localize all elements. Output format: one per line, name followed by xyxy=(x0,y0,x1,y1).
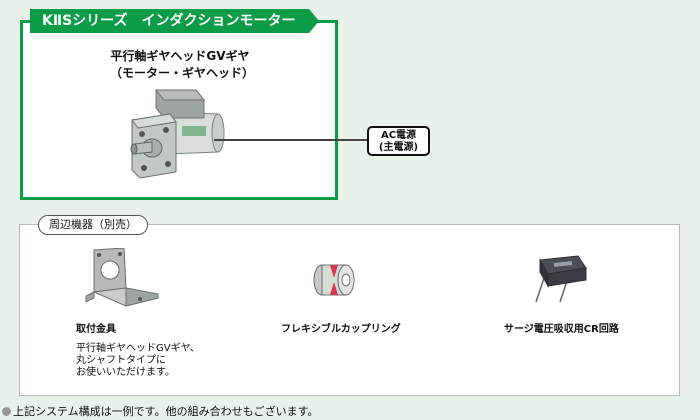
footnote: 上記システム構成は一例です。他の組み合わせもございます。 xyxy=(2,403,318,419)
bracket-note-line: 丸シャフトタイプに xyxy=(76,355,166,366)
gearmotor-image xyxy=(130,89,225,179)
flexible-coupling-title: フレキシブルカップリング xyxy=(281,324,401,335)
peripheral-label: 周辺機器（別売） xyxy=(38,215,148,235)
cr-circuit-icon xyxy=(535,255,587,303)
mounting-bracket-title: 取付金具 xyxy=(76,324,116,335)
cr-circuit-title: サージ電圧吸収用CR回路 xyxy=(504,324,619,335)
bracket-note-line: お使いいただけます。 xyxy=(76,367,175,378)
bracket-note-line: 平行軸ギヤヘッドGVギヤ、 xyxy=(76,343,200,354)
ac-power-box: AC電源 (主電源) xyxy=(367,126,430,156)
ac-power-label: AC電源 xyxy=(380,130,417,141)
power-connection-line xyxy=(214,139,368,141)
peripheral-box xyxy=(19,224,680,396)
mounting-bracket-note: 平行軸ギヤヘッドGVギヤ、 丸シャフトタイプに お使いいただけます。 xyxy=(76,343,236,379)
gearmotor-title-line1: 平行軸ギヤヘッドGVギヤ xyxy=(110,49,250,63)
bullet-icon xyxy=(2,407,11,416)
gearmotor-title: 平行軸ギヤヘッドGVギヤ （モーター・ギヤヘッド） xyxy=(110,48,255,82)
ac-power-sublabel: (主電源) xyxy=(378,142,419,153)
gearmotor-title-line2: （モーター・ギヤヘッド） xyxy=(110,66,255,80)
series-title: KⅡSシリーズ インダクションモーター xyxy=(30,9,320,33)
mounting-bracket-icon xyxy=(85,248,160,307)
footnote-text: 上記システム構成は一例です。他の組み合わせもございます。 xyxy=(13,405,319,418)
flexible-coupling-icon xyxy=(313,264,355,296)
